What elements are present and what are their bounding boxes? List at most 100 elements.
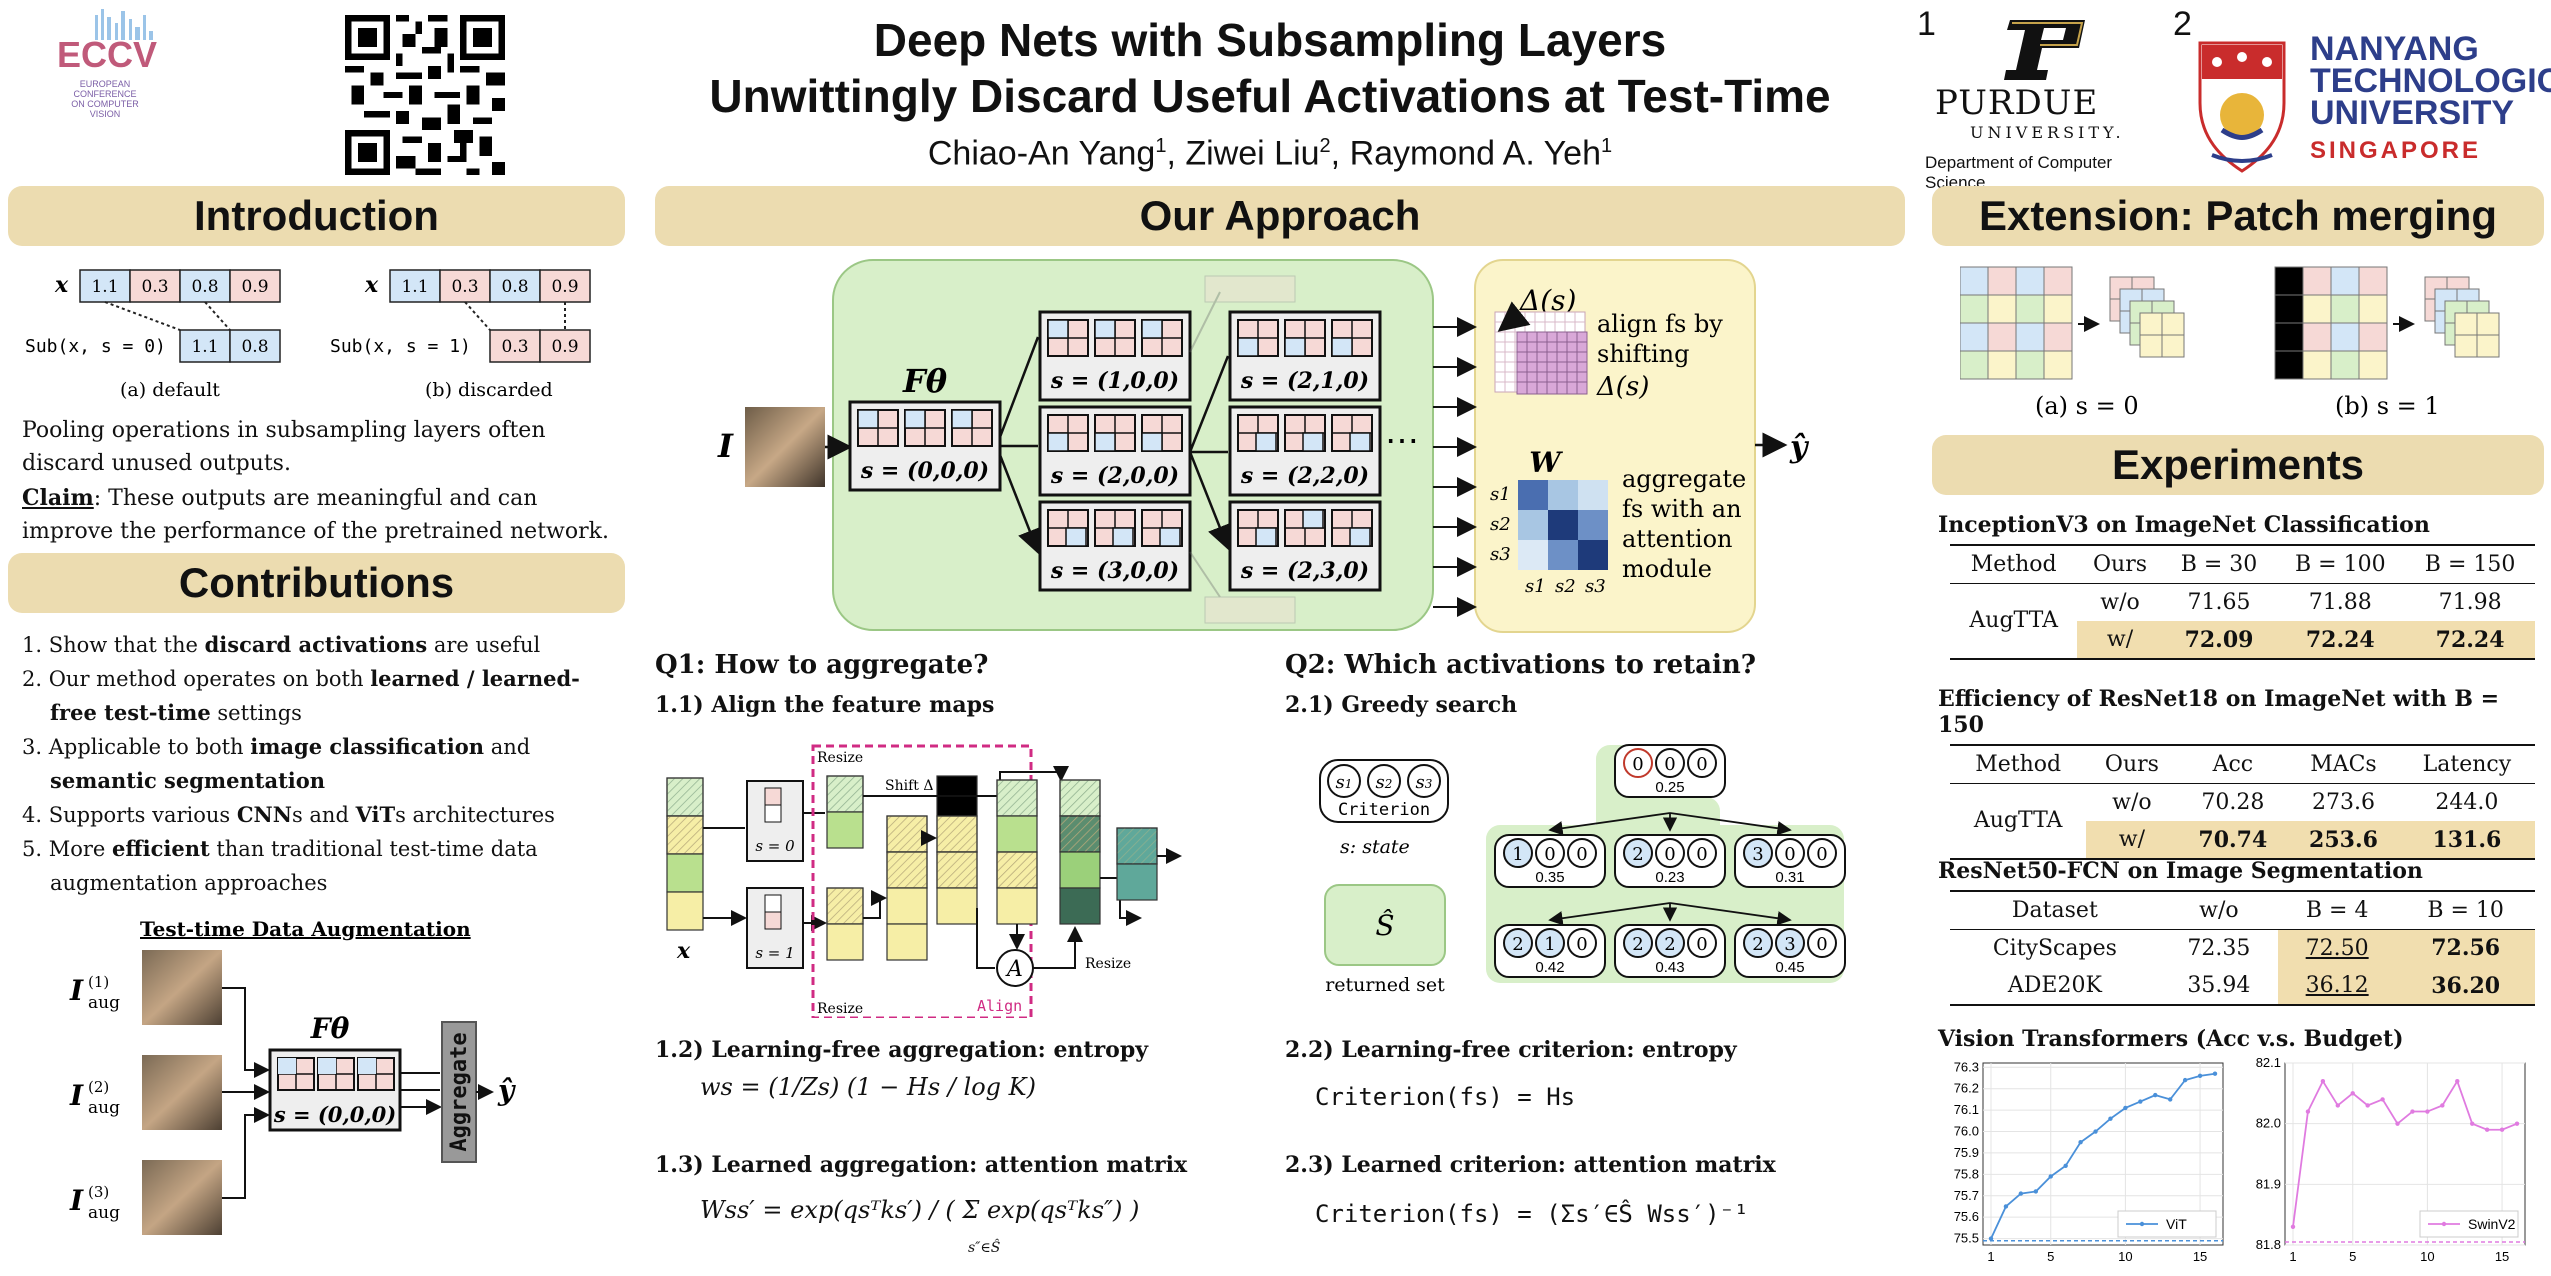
- svg-text:Test-time Data Augmentation: Test-time Data Augmentation: [140, 917, 471, 941]
- y-tick-label: 75.5: [1954, 1231, 1979, 1246]
- t2-title: Efficiency of ResNet18 on ImageNet with …: [1938, 686, 2500, 738]
- svg-text:s = 1: s = 1: [755, 944, 794, 962]
- data-point: [2514, 1121, 2520, 1126]
- patch-cell: [2302, 350, 2332, 380]
- svg-text:(3): (3): [88, 1183, 109, 1201]
- svg-text:Fθ: Fθ: [310, 1012, 350, 1045]
- tree-node-digit: 2: [1664, 934, 1675, 955]
- patch-cell: [2302, 266, 2332, 296]
- eccv-line3: ON COMPUTER: [71, 99, 139, 109]
- q1-s11: 1.1) Align the feature maps: [655, 692, 995, 718]
- tree-node-digit: 0: [1576, 934, 1587, 955]
- svg-text:s1: s1: [1525, 576, 1546, 597]
- tree-node-digit-circle: [1775, 838, 1805, 868]
- svg-text:0.3: 0.3: [501, 337, 528, 357]
- data-point: [2499, 1127, 2505, 1132]
- svg-text:s3: s3: [1416, 772, 1433, 793]
- tree-node-digit-circle: [1535, 838, 1565, 868]
- svg-text:s: state: s: state: [1340, 836, 1410, 858]
- q2-s23: 2.3) Learned criterion: attention matrix: [1285, 1152, 1776, 1178]
- series-line: [1990, 1072, 2216, 1239]
- tree-node-digit: 1: [1512, 844, 1523, 865]
- tree-node-digit: 1: [1544, 934, 1555, 955]
- svg-text:1.1: 1.1: [191, 337, 218, 357]
- svg-text:I: I: [717, 427, 734, 465]
- authors: Chiao-An Yang1, Ziwei Liu2, Raymond A. Y…: [927, 134, 1613, 173]
- intro-claim: Claim: These outputs are meaningful and …: [22, 485, 609, 544]
- y-tick-label: 75.6: [1954, 1209, 1979, 1224]
- patch-cell: [1987, 266, 2017, 296]
- svg-text:I: I: [69, 1184, 84, 1217]
- svg-text:s1: s1: [1336, 772, 1353, 793]
- tree-node-digit-circle: [1655, 928, 1685, 958]
- legend-label: ViT: [2166, 1216, 2187, 1232]
- qr-code[interactable]: [345, 15, 505, 175]
- svg-text:A: A: [1005, 957, 1023, 982]
- tree-node-digit: 0: [1664, 844, 1675, 865]
- approach-figure: I Fθ s = (0,0,0) s = (1,0,0) s = (2,0,0)…: [717, 259, 1810, 633]
- purdue-logo: 1 PURDUE UNIVERSITY. Department of Compu…: [1917, 5, 2125, 192]
- patch-cell: [2043, 266, 2073, 296]
- greedy-figure: s1 s2 s3 Criterion s: state Ŝ returned s…: [1319, 744, 1846, 996]
- tree-node-digit-circle: [1503, 928, 1533, 958]
- svg-text:0.8: 0.8: [241, 337, 268, 357]
- svg-text:module: module: [1622, 555, 1712, 583]
- data-point: [2182, 1077, 2188, 1083]
- data-point: [2093, 1129, 2098, 1134]
- patch-merged-grid: [2455, 313, 2499, 357]
- patch-cell: [2358, 350, 2388, 380]
- patch-cell: [2274, 350, 2304, 380]
- svg-text:s2: s2: [1555, 576, 1576, 597]
- y-tick-label: 76.3: [1954, 1059, 1979, 1074]
- patch-cell: [2043, 294, 2073, 324]
- q1-s12: 1.2) Learning-free aggregation: entropy: [655, 1037, 1149, 1063]
- svg-text:Resize: Resize: [817, 1001, 863, 1017]
- svg-text:s2: s2: [1376, 772, 1393, 793]
- tree-node-score: 0.31: [1775, 869, 1804, 886]
- svg-text:ŷ: ŷ: [497, 1074, 516, 1107]
- tree-node-digit: 0: [1696, 934, 1707, 955]
- exp-heading: Experiments: [1932, 435, 2544, 495]
- patch-cell: [1960, 294, 1989, 324]
- q2-s21: 2.1) Greedy search: [1285, 692, 1518, 718]
- data-point: [2197, 1073, 2203, 1079]
- svg-text:s = (2,0,0): s = (2,0,0): [1050, 463, 1179, 489]
- approach-heading: Our Approach: [655, 186, 1905, 246]
- x-tick-label: 10: [2420, 1249, 2434, 1264]
- svg-text:s1: s1: [1490, 484, 1511, 505]
- svg-text:Aggregate: Aggregate: [447, 1032, 472, 1151]
- tree-node-digit: 0: [1632, 754, 1643, 775]
- tree-node-digit-circle: [1623, 928, 1653, 958]
- svg-text:(b) s = 1: (b) s = 1: [2335, 392, 2440, 420]
- data-point: [2365, 1103, 2370, 1108]
- svg-text:s = (1,0,0): s = (1,0,0): [1050, 368, 1179, 394]
- patch-cell: [2330, 266, 2360, 296]
- tree-node-score: 0.23: [1655, 869, 1684, 886]
- svg-text:1.1: 1.1: [401, 277, 428, 297]
- tree-node-digit-circle: [1503, 838, 1533, 868]
- svg-text:W: W: [1529, 446, 1563, 479]
- tree-node-digit: 0: [1696, 844, 1707, 865]
- eccv-line1: EUROPEAN: [79, 79, 131, 89]
- svg-text:ŷ: ŷ: [1789, 430, 1810, 465]
- svg-text:returned set: returned set: [1325, 974, 1445, 996]
- tree-node-digit-circle: [1655, 748, 1685, 778]
- data-point: [2290, 1224, 2296, 1229]
- svg-text:x: x: [676, 938, 691, 964]
- patch-cell: [2358, 294, 2388, 324]
- tree-node-digit-circle: [1743, 928, 1773, 958]
- vit-title: Vision Transformers (Acc v.s. Budget): [1938, 1026, 2404, 1052]
- tree-node-digit: 3: [1784, 934, 1795, 955]
- svg-text:s = (0,0,0): s = (0,0,0): [273, 1102, 396, 1127]
- intro-heading: Introduction: [8, 186, 625, 246]
- patch-cell: [2330, 294, 2360, 324]
- patch-cell: [1960, 322, 1989, 352]
- y-tick-label: 82.1: [2256, 1055, 2281, 1070]
- x-tick-label: 5: [2047, 1249, 2054, 1264]
- tree-node-digit-circle: [1623, 838, 1653, 868]
- data-point: [2380, 1097, 2385, 1102]
- q2-title: Q2: Which activations to retain?: [1285, 650, 1757, 680]
- legend-label: SwinV2: [2468, 1216, 2516, 1232]
